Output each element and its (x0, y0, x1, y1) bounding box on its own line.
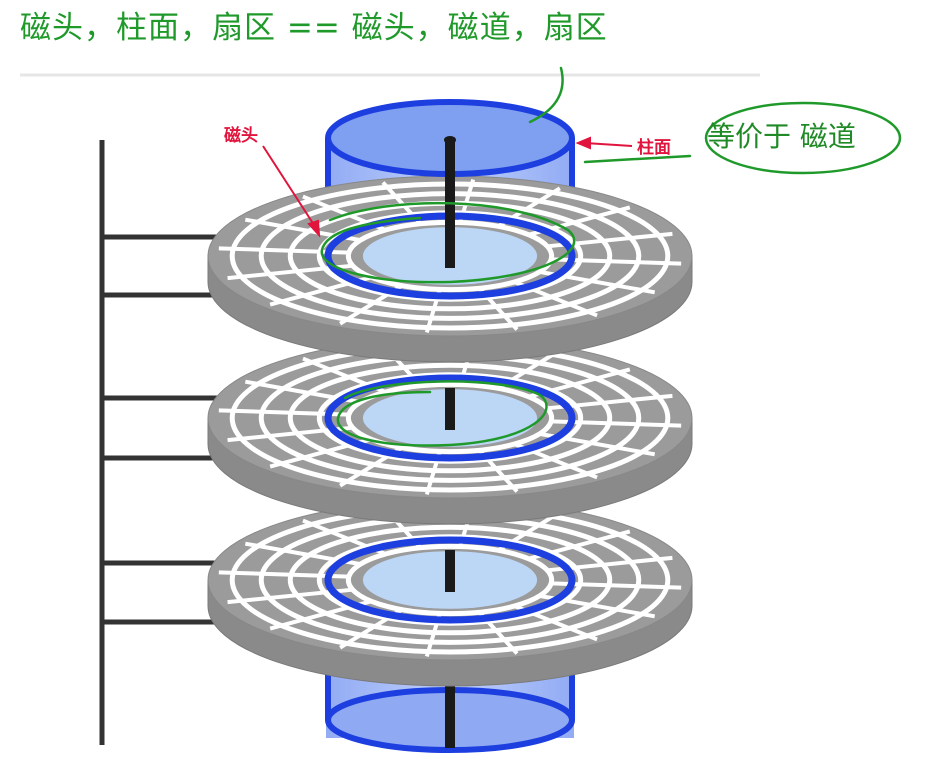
track-ring (345, 381, 555, 455)
actuator-arm (99, 140, 318, 745)
track-ring (287, 362, 613, 474)
track-circle-middle (336, 380, 548, 447)
cylinder-underline-stroke (583, 154, 692, 164)
cylinder-label: 柱面 (637, 138, 671, 158)
cylinder-track-ring (324, 536, 576, 624)
cylinder-track-ring (324, 374, 576, 462)
cylinder-top-cap (325, 99, 575, 250)
title: 磁头，柱面，扇区 == 磁头，磁道，扇区 (20, 10, 608, 46)
red-arrows (262, 136, 633, 238)
equivalence-ellipse (704, 101, 902, 175)
platter-top (207, 175, 693, 363)
green-annotations (320, 66, 902, 447)
platter-bottom (207, 499, 693, 687)
track-ring (345, 543, 555, 617)
platter-middle (207, 337, 693, 525)
cylinder-arrow-line (584, 142, 633, 147)
head-arrow-tip (307, 219, 321, 238)
equivalence-note: 等价于 磁道 (707, 120, 856, 153)
head-arrow-line (262, 145, 317, 229)
track-ring (287, 524, 613, 636)
track-circle-top (320, 201, 576, 284)
cylinder-pointer-stroke (528, 66, 564, 124)
cylinder-arrow-tip (575, 136, 591, 150)
head-label: 磁头 (224, 126, 258, 146)
